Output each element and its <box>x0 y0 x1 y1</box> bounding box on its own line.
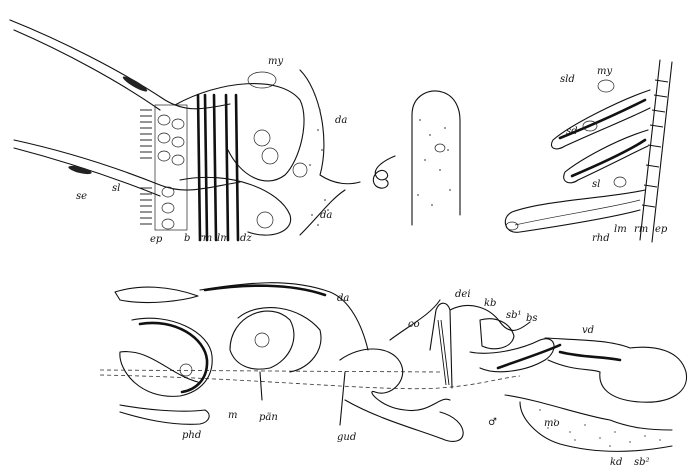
label-pan: pän <box>259 412 278 423</box>
label-phd: phd <box>182 430 201 441</box>
label-gud: gud <box>337 432 356 443</box>
label-ep: ep <box>655 224 668 235</box>
label-kd: kd <box>610 457 622 468</box>
label-dz: dz <box>240 233 252 244</box>
label-rhd: rhd <box>592 233 610 244</box>
label-sl: sl <box>112 183 120 194</box>
label-lm: lm <box>614 224 627 235</box>
label-sd: sd <box>566 126 578 137</box>
label-mo: mo <box>544 418 560 429</box>
label-sb2: sb² <box>634 457 650 468</box>
label-lm: lm <box>217 233 230 244</box>
label-b: b <box>184 233 190 244</box>
label-da-upper: da <box>335 115 347 126</box>
label-m: m <box>228 410 237 421</box>
label-da-lower: da <box>320 210 332 221</box>
label-kb: kb <box>484 298 496 309</box>
label-se: se <box>76 191 87 202</box>
label-sl: sl <box>592 179 600 190</box>
top-left-figure: my da da se sl ep b rm lm dz <box>9 19 361 245</box>
bottom-figure: da dei kb sb¹ bs vd co m pän phd gud ♂ m… <box>99 282 688 468</box>
label-dei: dei <box>455 289 471 300</box>
label-vd: vd <box>582 325 594 336</box>
label-sb1: sb¹ <box>506 310 522 321</box>
label-co: co <box>408 319 420 330</box>
top-middle-figure <box>372 90 461 226</box>
label-da: da <box>337 293 349 304</box>
label-rm: rm <box>634 224 648 235</box>
label-male: ♂ <box>488 417 497 428</box>
label-my: my <box>268 56 283 67</box>
label-sld: sld <box>560 74 575 85</box>
label-bs: bs <box>526 313 538 324</box>
label-ep: ep <box>150 234 163 245</box>
top-right-figure: sld my sd sl rhd lm rm ep <box>504 59 673 244</box>
label-my: my <box>597 66 612 77</box>
label-rm: rm <box>198 233 212 244</box>
